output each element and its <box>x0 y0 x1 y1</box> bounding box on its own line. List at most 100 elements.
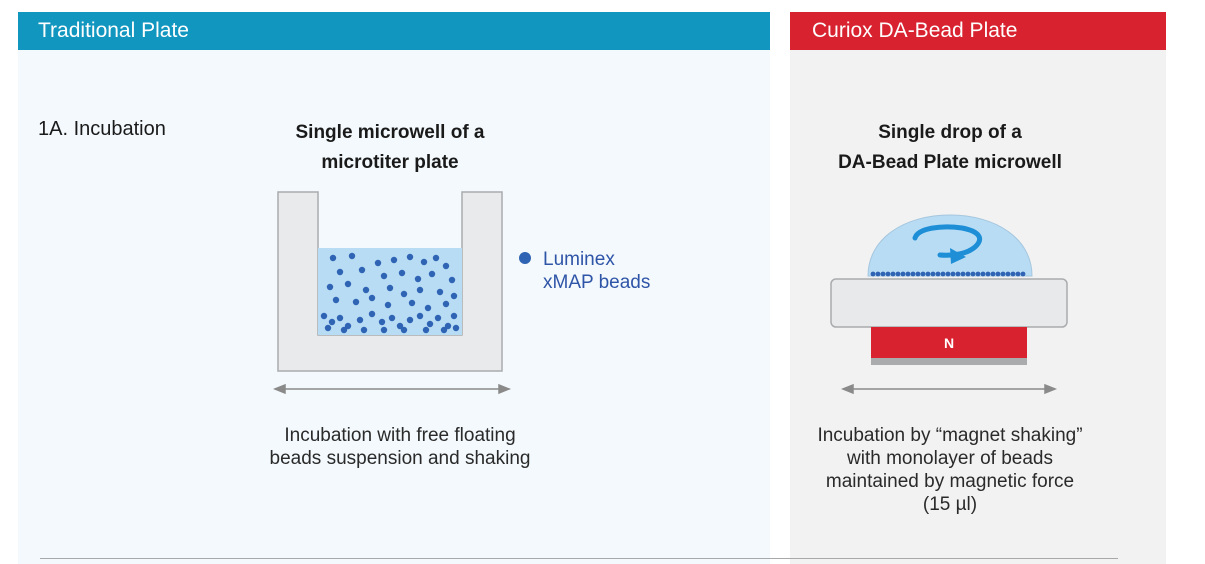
bead <box>416 312 424 320</box>
bead <box>440 326 448 334</box>
bead <box>328 318 336 326</box>
bead <box>406 253 414 261</box>
bead <box>880 271 886 277</box>
legend-bead-icon <box>519 252 531 264</box>
bottom-divider <box>40 558 1118 559</box>
curiox-description-line-2: with monolayer of beads <box>847 448 1053 469</box>
bead <box>424 304 432 312</box>
bead <box>1010 271 1016 277</box>
bead <box>344 322 352 330</box>
bead <box>378 318 386 326</box>
bead <box>388 314 396 322</box>
bead <box>890 271 896 277</box>
bead <box>390 256 398 264</box>
rotation-arrow-head-icon <box>950 248 966 264</box>
bead <box>336 268 344 276</box>
bead <box>1020 271 1026 277</box>
bead <box>422 326 430 334</box>
bead <box>920 271 926 277</box>
bead <box>885 271 891 277</box>
bead <box>910 271 916 277</box>
bead <box>329 254 337 262</box>
bead <box>945 271 951 277</box>
bead <box>905 271 911 277</box>
bead <box>360 326 368 334</box>
bead <box>436 288 444 296</box>
bead <box>380 272 388 280</box>
bead <box>398 269 406 277</box>
traditional-description: Incubation with free floating beads susp… <box>210 424 590 470</box>
bead <box>990 271 996 277</box>
bead <box>336 314 344 322</box>
curiox-description-line-1: Incubation by “magnet shaking” <box>817 425 1083 446</box>
curiox-description: Incubation by “magnet shaking” with mono… <box>770 424 1130 516</box>
bead <box>420 258 428 266</box>
bead <box>396 322 404 330</box>
bead <box>875 271 881 277</box>
curiox-plate-header: Curiox DA-Bead Plate <box>790 12 1166 50</box>
bead <box>450 312 458 320</box>
traditional-plate-header: Traditional Plate <box>18 12 770 50</box>
bead <box>1015 271 1021 277</box>
magnet-pole-label: N <box>944 335 954 351</box>
bead <box>320 312 328 320</box>
bead <box>416 286 424 294</box>
bead <box>324 324 332 332</box>
bead <box>332 296 340 304</box>
bead <box>444 322 452 330</box>
bead <box>362 286 370 294</box>
bead <box>895 271 901 277</box>
shaking-arrow-left <box>272 383 512 395</box>
bead <box>1005 271 1011 277</box>
bead <box>426 320 434 328</box>
bead <box>980 271 986 277</box>
bead <box>450 292 458 300</box>
bead <box>870 271 876 277</box>
bead <box>930 271 936 277</box>
curiox-title-line-1: Single drop of a <box>878 122 1022 143</box>
bead <box>344 280 352 288</box>
plate-slab <box>830 278 1068 328</box>
bead <box>358 266 366 274</box>
liquid-drop <box>867 214 1033 277</box>
bead <box>380 326 388 334</box>
curiox-description-line-4: (15 µl) <box>922 494 978 515</box>
bead <box>428 270 436 278</box>
bead <box>368 294 376 302</box>
bead <box>326 283 334 291</box>
curiox-title-line-2: DA-Bead Plate microwell <box>838 152 1062 173</box>
bead <box>356 316 364 324</box>
bead <box>448 276 456 284</box>
bead <box>935 271 941 277</box>
traditional-title: Single microwell of a microtiter plate <box>240 118 540 178</box>
bead <box>340 326 348 334</box>
traditional-title-line-2: microtiter plate <box>321 152 459 173</box>
bead <box>406 316 414 324</box>
bead <box>384 301 392 309</box>
bead <box>960 271 966 277</box>
legend-label: Luminex xMAP beads <box>543 248 650 294</box>
bead <box>400 326 408 334</box>
bead <box>955 271 961 277</box>
legend-label-line-1: Luminex <box>543 249 615 270</box>
step-label: 1A. Incubation <box>38 118 166 140</box>
bead <box>400 290 408 298</box>
curiox-description-line-3: maintained by magnetic force <box>825 471 1075 492</box>
traditional-description-line-2: beads suspension and shaking <box>269 448 531 469</box>
bead <box>348 252 356 260</box>
bead <box>975 271 981 277</box>
magnet-base <box>871 358 1027 365</box>
bead <box>442 262 450 270</box>
bead <box>408 299 416 307</box>
bead <box>970 271 976 277</box>
curiox-title: Single drop of a DA-Bead Plate microwell <box>770 118 1130 178</box>
bead-monolayer <box>870 271 1026 277</box>
bead <box>965 271 971 277</box>
traditional-description-line-1: Incubation with free floating <box>284 425 516 446</box>
bead <box>900 271 906 277</box>
bead <box>995 271 1001 277</box>
bead <box>432 254 440 262</box>
bead <box>374 259 382 267</box>
bead <box>414 275 422 283</box>
